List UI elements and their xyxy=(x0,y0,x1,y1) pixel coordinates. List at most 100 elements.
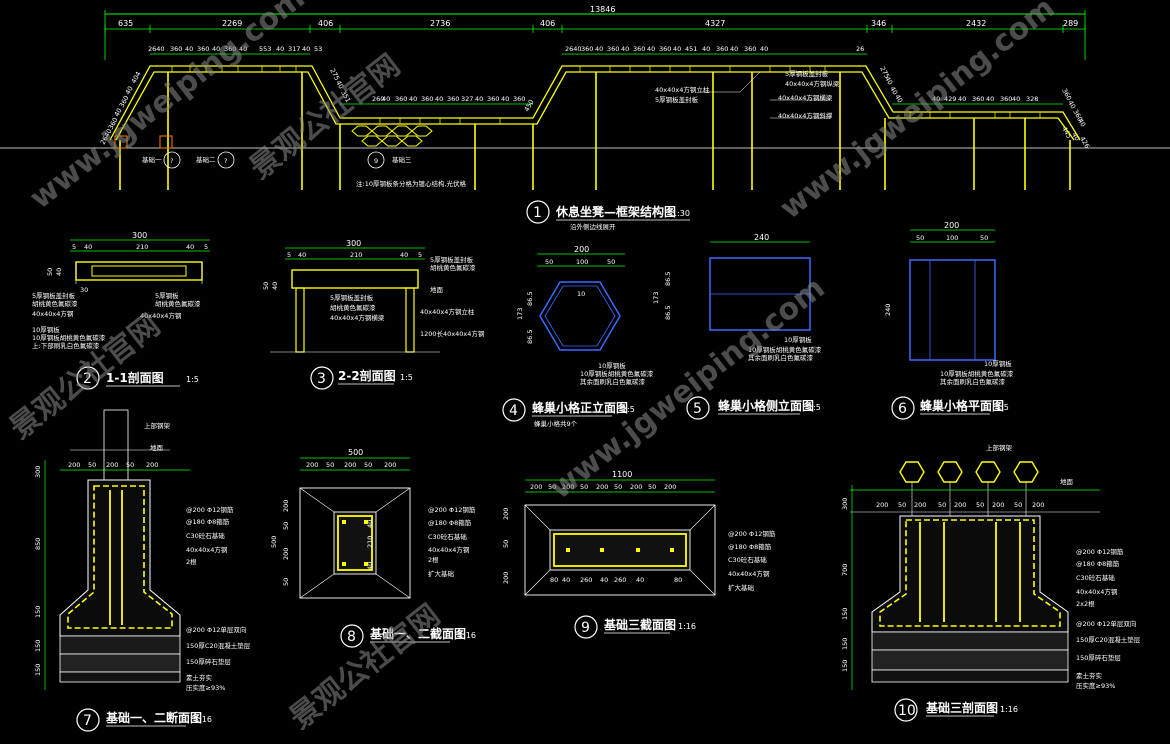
svg-text:150: 150 xyxy=(841,608,849,620)
svg-text:150: 150 xyxy=(34,664,42,676)
svg-text:50: 50 xyxy=(326,461,334,469)
svg-text:40x40x4方钢: 40x40x4方钢 xyxy=(186,545,228,554)
view-10-foundation-3-section: 200 50 200 50 200 50 200 50 200 300 700 … xyxy=(841,443,1141,722)
svg-text:40x40x4方钢: 40x40x4方钢 xyxy=(32,309,74,318)
svg-text:50: 50 xyxy=(580,483,588,491)
svg-text:上:下部刷乳白色氟碳漆: 上:下部刷乳白色氟碳漆 xyxy=(32,341,100,350)
seg-dim-d-7: 40 xyxy=(1012,95,1020,103)
svg-text:地面: 地面 xyxy=(150,443,164,452)
view-7-title: 基础一、二断面图 xyxy=(105,710,202,725)
frame-label-6: 40x40x4方钢斜撑 xyxy=(778,111,833,120)
top-dim-9: 289 xyxy=(1063,19,1078,28)
svg-text:C30砼石基础: C30砼石基础 xyxy=(428,532,467,541)
svg-text:@200 Φ12单层双向: @200 Φ12单层双向 xyxy=(186,625,246,634)
svg-text:100: 100 xyxy=(946,234,958,242)
slope-dim-16: 40 xyxy=(1066,99,1077,110)
svg-text:210: 210 xyxy=(136,243,148,251)
seg-dim-b-11: 40 xyxy=(501,95,509,103)
svg-text:173: 173 xyxy=(652,292,660,304)
svg-text:上部钢架: 上部钢架 xyxy=(986,443,1013,452)
view-2-title: 1-1剖面图 xyxy=(106,370,164,385)
svg-text:86.5: 86.5 xyxy=(664,272,672,286)
seg-dim-b-12: 360 xyxy=(513,95,525,103)
svg-text:10厚钢板胡桃黄色氟碳漆: 10厚钢板胡桃黄色氟碳漆 xyxy=(940,369,1014,378)
svg-text:100: 100 xyxy=(576,258,588,266)
svg-text:40: 40 xyxy=(298,251,306,259)
view-3-section-2-2: 300 5 40 210 40 5 50 40 5厚钢板盖封板 胡桃黄色氟碳漆 … xyxy=(262,239,485,390)
view-1-scale: 1:30 xyxy=(672,209,690,218)
svg-text:150: 150 xyxy=(841,638,849,650)
slope-dim-14: 40 xyxy=(893,93,904,104)
seg-dim-a-5: 40 xyxy=(212,45,220,53)
view-2-number: 2 xyxy=(83,371,92,387)
svg-text:地面: 地面 xyxy=(1060,477,1074,486)
svg-text:胡桃黄色氟碳漆: 胡桃黄色氟碳漆 xyxy=(330,303,376,312)
view-3-title: 2-2剖面图 xyxy=(338,368,396,383)
svg-text:40x40x4方钢: 40x40x4方钢 xyxy=(428,545,470,554)
svg-text:@200 Φ12钢筋: @200 Φ12钢筋 xyxy=(186,505,234,514)
seg-dim-b-5: 360 xyxy=(421,95,433,103)
svg-text:40x40x4方钢: 40x40x4方钢 xyxy=(1076,587,1118,596)
svg-text:10厚钢板胡桃黄色氟碳漆: 10厚钢板胡桃黄色氟碳漆 xyxy=(32,333,106,342)
svg-text:40x40x4方钢: 40x40x4方钢 xyxy=(140,311,182,320)
top-dim-2: 2269 xyxy=(222,19,242,28)
view-9-scale: 1:16 xyxy=(678,622,696,631)
svg-text:上部钢架: 上部钢架 xyxy=(144,421,171,430)
svg-text:5: 5 xyxy=(204,243,208,251)
svg-text:50: 50 xyxy=(938,501,946,509)
svg-text:40x40x4方钢: 40x40x4方钢 xyxy=(728,569,770,578)
seg-dim-b-2: 40 xyxy=(382,95,390,103)
svg-text:C30砼石基础: C30砼石基础 xyxy=(1076,573,1115,582)
svg-text:50: 50 xyxy=(88,461,96,469)
svg-text:@180 Φ8箍筋: @180 Φ8箍筋 xyxy=(428,518,472,527)
svg-text:210: 210 xyxy=(350,251,362,259)
view-4-title: 蜂巢小格正立面图 xyxy=(532,400,628,415)
svg-text:150: 150 xyxy=(34,640,42,652)
seg-dim-c-13: 40 xyxy=(730,45,738,53)
svg-text:850: 850 xyxy=(34,538,42,550)
seg-dim-a-2: 360 xyxy=(170,45,182,53)
svg-text:500: 500 xyxy=(270,536,278,548)
overall-dimension: 13846 xyxy=(590,5,615,14)
svg-text:30: 30 xyxy=(80,286,88,294)
svg-text:200: 200 xyxy=(954,501,966,509)
svg-text:200: 200 xyxy=(68,461,80,469)
svg-text:5厚钢板盖封板: 5厚钢板盖封板 xyxy=(430,255,474,264)
svg-text:50: 50 xyxy=(607,258,615,266)
svg-text:C30砼石基础: C30砼石基础 xyxy=(728,555,767,564)
frame-label-2: 5厚钢板盖封板 xyxy=(655,95,699,104)
view-5-scale: 1:5 xyxy=(808,403,821,412)
svg-text:40: 40 xyxy=(271,282,279,290)
view-7-number: 7 xyxy=(83,713,92,729)
view-9-number: 9 xyxy=(581,620,590,636)
foundation-3-label: 基础三 xyxy=(392,155,412,164)
s9-width: 1100 xyxy=(612,470,632,479)
seg-dim-d-8: 328 xyxy=(1026,95,1038,103)
view-10-title: 基础三剖面图 xyxy=(925,700,998,715)
top-dim-5: 406 xyxy=(540,19,555,28)
svg-text:50: 50 xyxy=(262,282,270,290)
seg-dim-c-4: 360 xyxy=(607,45,619,53)
svg-text:200: 200 xyxy=(306,461,318,469)
svg-text:50: 50 xyxy=(548,483,556,491)
svg-text:200: 200 xyxy=(630,483,642,491)
seg-dim-a-10: 317 xyxy=(288,45,300,53)
seg-dim-a-1: 2640 xyxy=(148,45,165,53)
honeycomb-cluster xyxy=(351,125,433,147)
svg-text:50: 50 xyxy=(364,461,372,469)
svg-text:胡桃黄色氟碳漆: 胡桃黄色氟碳漆 xyxy=(430,263,476,272)
svg-text:200: 200 xyxy=(502,508,510,520)
svg-text:150厚C20混凝土垫层: 150厚C20混凝土垫层 xyxy=(186,641,251,650)
view-2-scale: 1:5 xyxy=(186,375,199,384)
svg-text:150厚碎石垫层: 150厚碎石垫层 xyxy=(186,657,231,666)
seg-dim-b-3: 360 xyxy=(395,95,407,103)
svg-text:地面: 地面 xyxy=(430,285,444,294)
view-8-title: 基础一、二截面图 xyxy=(369,626,466,641)
svg-text:5厚钢板: 5厚钢板 xyxy=(155,291,179,300)
seg-dim-a-12: 53 xyxy=(314,45,322,53)
slope-dim-3: 40 xyxy=(113,107,124,118)
view-4-honeycomb-front: 200 50 100 50 173 86.5 86.5 10 10厚钢板 10厚… xyxy=(502,245,654,428)
svg-text:胡桃黄色氟碳漆: 胡桃黄色氟碳漆 xyxy=(155,299,201,308)
svg-text:50: 50 xyxy=(648,483,656,491)
view-1-number: 1 xyxy=(533,205,542,221)
